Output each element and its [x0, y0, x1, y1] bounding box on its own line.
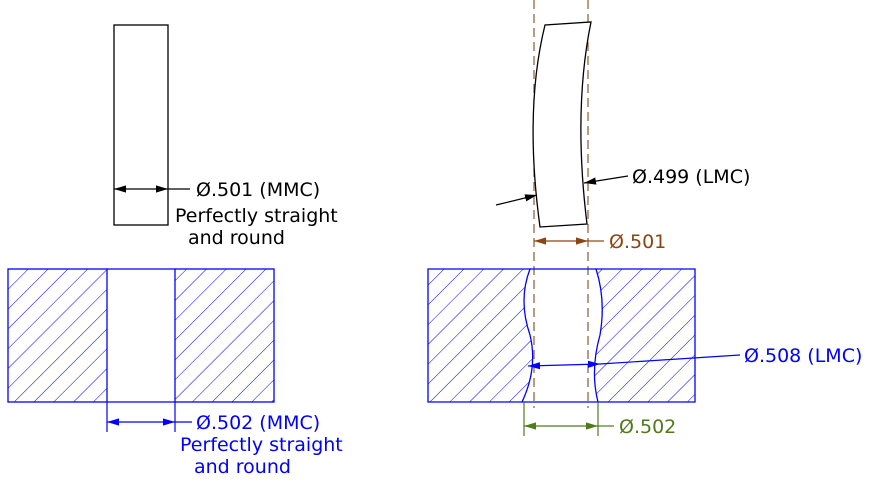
virtual-condition-lines [533, 0, 589, 408]
hole-mmc-note-line1: Perfectly straight [180, 434, 343, 456]
hole-lmc-right-wall [593, 268, 696, 403]
hole-lmc-leader [599, 354, 741, 365]
hole-mmc-note-line2: and round [194, 456, 291, 478]
hole-lmc-dimension-line [527, 360, 601, 370]
hole-lmc-dimension-text: Ø.508 (LMC) [744, 345, 862, 367]
pin-lmc-arrow-right [583, 175, 629, 185]
virtual-pin-dimension-text: Ø.501 [609, 231, 666, 253]
pin-mmc-outline [113, 24, 169, 226]
virtual-hole-dimension-text: Ø.502 [619, 416, 676, 438]
pin-mmc: Ø.501 (MMC) Perfectly straight and round [113, 24, 338, 249]
hole-mmc-right-wall [174, 268, 275, 403]
hole-mmc-left-wall [7, 268, 108, 403]
hole-mmc-dimension-text: Ø.502 (MMC) [196, 412, 320, 434]
pin-lmc-dimension-text: Ø.499 (LMC) [632, 166, 750, 188]
pin-mmc-note-line1: Perfectly straight [175, 205, 338, 227]
hole-lmc-block: Ø.508 (LMC) Ø.502 [427, 268, 862, 438]
hole-lmc-left-wall [427, 268, 534, 403]
pin-lmc-outline [532, 21, 592, 228]
pin-lmc-arrow-left [495, 194, 538, 206]
pin-mmc-note-line2: and round [188, 227, 285, 249]
hole-mmc-block: Ø.502 (MMC) Perfectly straight and round [7, 268, 343, 478]
pin-lmc: Ø.499 (LMC) Ø.501 [495, 21, 750, 253]
pin-mmc-dimension-text: Ø.501 (MMC) [196, 179, 320, 201]
